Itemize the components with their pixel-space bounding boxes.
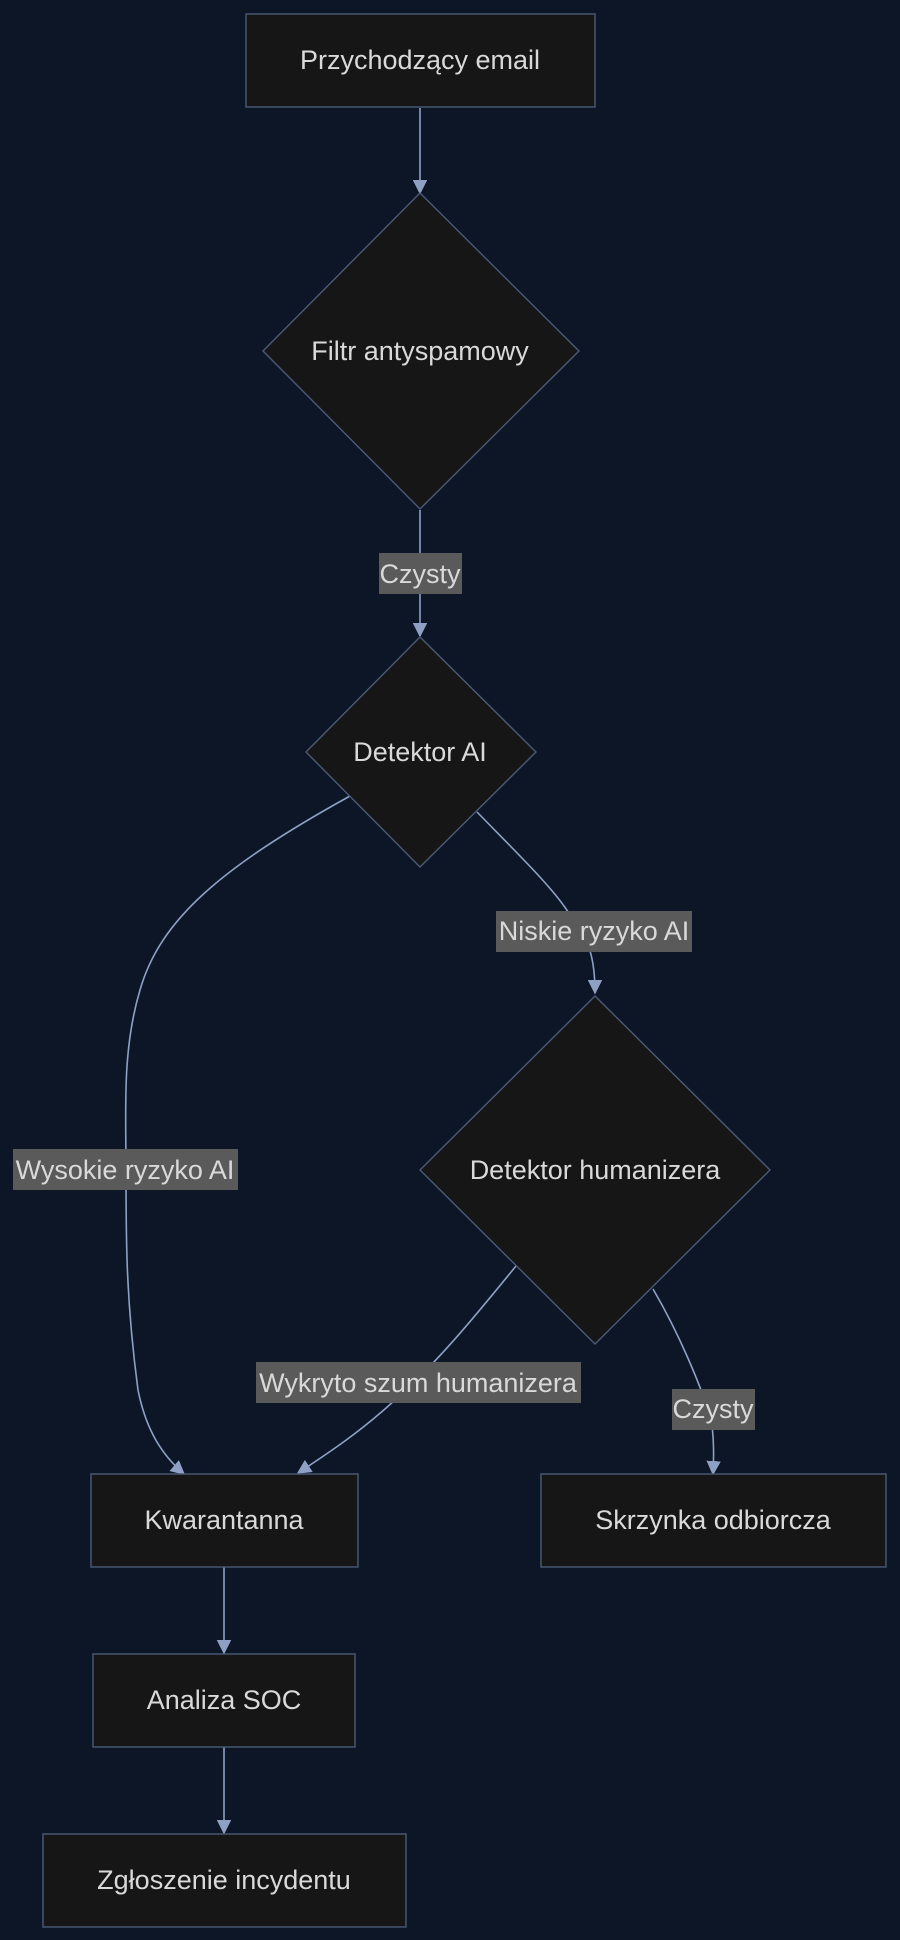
node-incoming-email-label: Przychodzący email [300, 45, 540, 75]
edge-humanizer-to-inbox [652, 1288, 721, 1476]
edge-label-high-ai-risk-text: Wysokie ryzyko AI [16, 1155, 235, 1185]
edge-labels: Czysty Niskie ryzyko AI Wysokie ryzyko A… [13, 553, 755, 1430]
node-ai-detector-label: Detektor AI [353, 737, 487, 767]
node-humanizer-detector: Detektor humanizera [419, 995, 771, 1345]
edge-label-low-ai-risk: Niskie ryzyko AI [496, 911, 692, 952]
node-soc-analysis-label: Analiza SOC [147, 1685, 302, 1715]
edge-label-clean-2: Czysty [672, 1389, 755, 1430]
node-incident-report-label: Zgłoszenie incydentu [97, 1865, 351, 1895]
edge-label-low-ai-risk-text: Niskie ryzyko AI [499, 916, 690, 946]
edge-label-clean-1: Czysty [379, 553, 462, 594]
edge-label-clean-2-text: Czysty [673, 1394, 755, 1424]
node-incoming-email: Przychodzący email [245, 13, 596, 108]
node-incident-report: Zgłoszenie incydentu [42, 1833, 407, 1928]
edge-label-clean-1-text: Czysty [380, 559, 462, 589]
node-ai-detector: Detektor AI [305, 636, 537, 868]
edge-ai-detector-to-quarantine [124, 795, 351, 1475]
node-humanizer-detector-label: Detektor humanizera [470, 1155, 722, 1185]
node-inbox-label: Skrzynka odbiorcza [595, 1505, 832, 1535]
node-quarantine: Kwarantanna [90, 1473, 359, 1568]
node-quarantine-label: Kwarantanna [144, 1505, 304, 1535]
edge-label-humanizer-noise: Wykryto szum humanizera [256, 1362, 581, 1403]
edge-label-high-ai-risk: Wysokie ryzyko AI [13, 1149, 238, 1190]
nodes: Przychodzący email Filtr antyspamowy Det… [42, 13, 887, 1928]
edge-label-humanizer-noise-text: Wykryto szum humanizera [259, 1368, 578, 1398]
node-spam-filter: Filtr antyspamowy [262, 192, 580, 510]
node-inbox: Skrzynka odbiorcza [540, 1473, 887, 1568]
edge-ai-detector-to-humanizer [476, 811, 603, 995]
node-soc-analysis: Analiza SOC [92, 1653, 356, 1748]
node-spam-filter-label: Filtr antyspamowy [311, 336, 529, 366]
